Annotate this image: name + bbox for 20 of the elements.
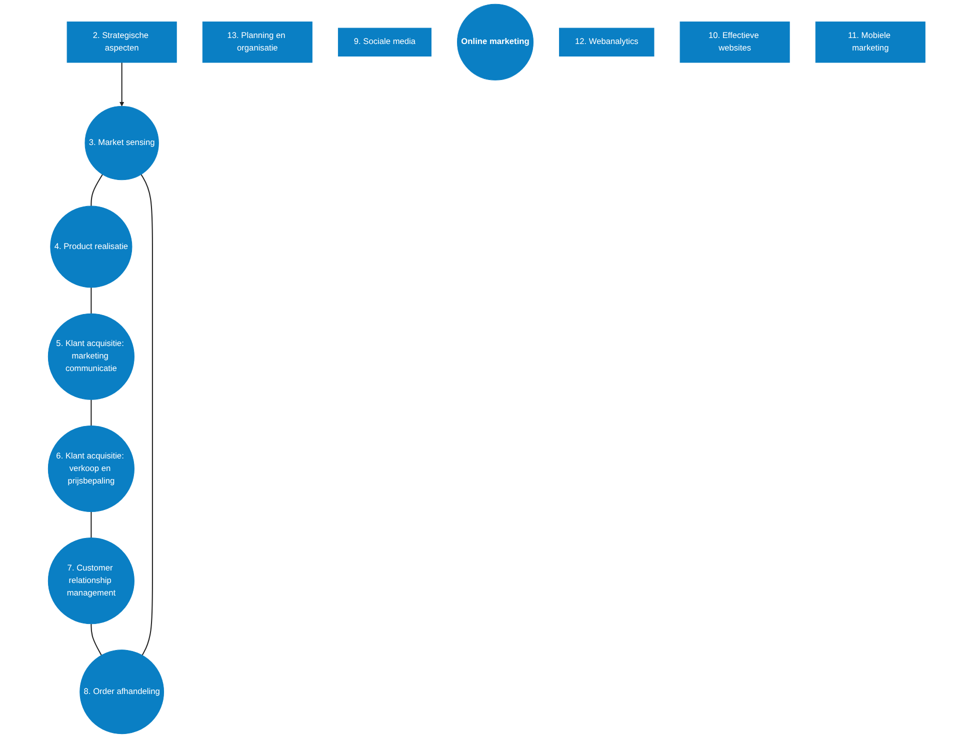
node-box: 11. Mobiele marketing [816,22,926,63]
node-box: 13. Planning en organisatie [202,22,313,63]
node-box: 10. Effectieve websites [680,22,790,63]
connector [91,174,104,206]
connector [91,624,102,656]
node-circle: Online marketing [457,4,534,80]
node-circle: 5. Klant acquisitie: marketing communicatie [48,313,135,400]
connector [141,174,154,656]
node-box: 12. Webanalytics [559,28,655,56]
node-circle: 7. Customer relationship management [48,538,135,624]
connector [91,512,92,538]
node-circle: 6. Klant acquisitie: verkoop en prijsbepaling [48,425,135,512]
connector [91,288,92,314]
arrow [120,62,124,106]
node-circle: 3. Market sensing [85,106,160,180]
connector [91,400,92,426]
node-circle: 8. Order afhandeling [80,650,164,734]
node-box: 9. Sociale media [338,28,432,56]
node-box: 2. Strategische aspecten [67,22,178,63]
node-circle: 4. Product realisatie [50,206,133,288]
